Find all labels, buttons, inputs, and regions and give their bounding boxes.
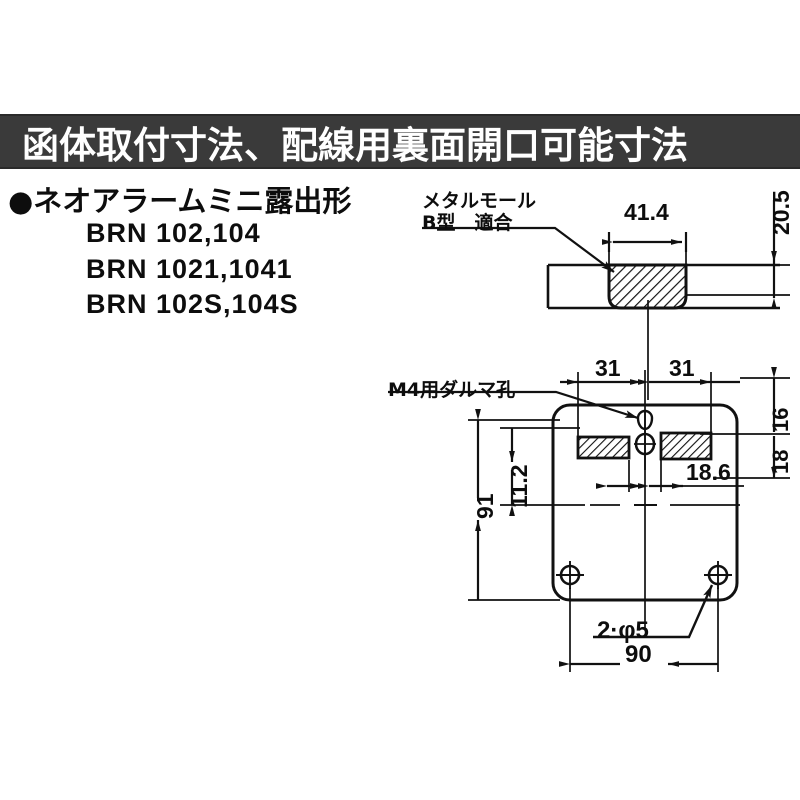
dim-18_6-lines <box>596 460 744 492</box>
dim-31-extension <box>577 372 712 441</box>
dim-18-value: 18 <box>768 449 793 474</box>
dim-91-value: 91 <box>472 493 498 519</box>
title-bar: 函体取付寸法、配線用裏面開口可能寸法 <box>0 114 800 169</box>
model-heading: ●ネオアラームミニ露出形 <box>8 184 352 218</box>
model-list: ●ネオアラームミニ露出形 BRN 102,104 BRN 1021,1041 B… <box>8 186 388 322</box>
dim-91-lines <box>468 409 560 601</box>
dim-90-lines <box>559 588 719 672</box>
top-view-hatched-notch <box>607 263 688 310</box>
dim-16-value: 16 <box>768 407 793 432</box>
page-title: 函体取付寸法、配線用裏面開口可能寸法 <box>22 123 688 167</box>
model-line-3: BRN 102S,104S <box>86 288 299 319</box>
mounting-hole-left <box>556 561 584 589</box>
model-line-2: BRN 1021,1041 <box>86 253 293 284</box>
wiring-slot-right <box>659 431 713 461</box>
dim-90-value: 90 <box>625 641 652 668</box>
dim-16-18-lines <box>700 367 790 479</box>
hole-callout-leader <box>593 584 714 639</box>
dim-11_2-lines <box>500 427 585 516</box>
dim-20-5-value: 20.5 <box>768 190 794 235</box>
dim-11-2-value: 11.2 <box>506 464 532 509</box>
mounting-hole-right <box>704 561 732 589</box>
metal-mould-label-line1: メタルモール <box>422 190 537 212</box>
metal-mould-label-line2: B型 適合 <box>422 212 513 234</box>
model-line-1: BRN 102,104 <box>86 218 261 249</box>
dim-31-right-value: 31 <box>669 355 695 381</box>
hole-callout-label: 2·φ5 <box>597 617 649 644</box>
wiring-slot-left <box>576 435 631 460</box>
top-view-extension-lines <box>608 236 790 400</box>
dim-41_4-line <box>602 232 688 252</box>
dim-41-4-value: 41.4 <box>624 199 669 225</box>
metal-mould-leader <box>422 226 615 273</box>
m4-keyhole-label: M4用ダルマ孔 <box>388 379 516 401</box>
dim-31-left-value: 31 <box>595 355 621 381</box>
keyhole-leader <box>388 390 639 420</box>
dim-18-6-value: 18.6 <box>686 459 731 485</box>
